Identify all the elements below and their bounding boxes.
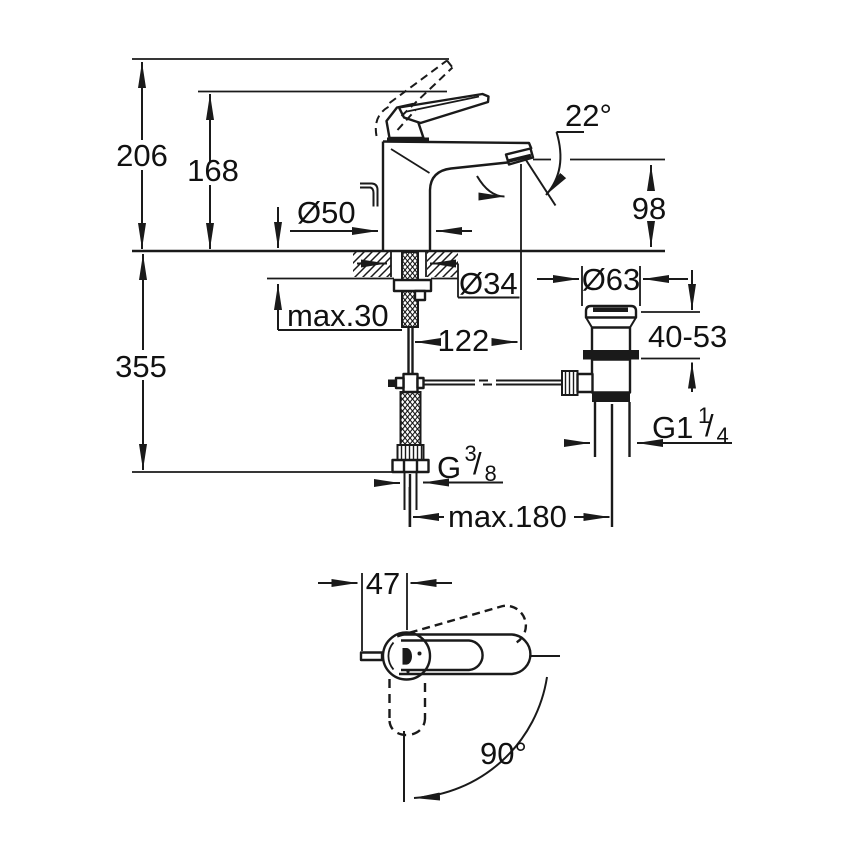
waste-lock-ring [592, 392, 630, 402]
plan-lever [399, 633, 532, 676]
waste-side-port [576, 372, 594, 394]
mounting-hole-edges [390, 252, 427, 277]
dim-lever-height: 168 [187, 90, 447, 249]
lever-blade [397, 92, 490, 125]
dim-label-168: 168 [187, 153, 239, 188]
pop-up-pull-rod [360, 182, 379, 207]
plan-lever-swung-dashed [396, 604, 528, 646]
plan-spout-hidden-outline [388, 679, 427, 737]
dim-label-max180: max.180 [448, 499, 567, 534]
mounting-shank [388, 251, 433, 394]
handle-lever-raised-dashed [374, 59, 454, 137]
waste-seal-ring [583, 350, 639, 360]
pull-rod-lower [407, 327, 414, 374]
plan-faucet-base [381, 631, 432, 681]
plan-cartridge-mark [402, 648, 412, 665]
hose-connector-tube [403, 472, 418, 510]
waste-tailpipe [593, 402, 631, 457]
stream-angled-line [525, 159, 557, 207]
aerator-face [508, 153, 532, 163]
dim-label-90deg: 90° [480, 736, 527, 771]
supply-hose [391, 391, 430, 527]
waste-body [590, 358, 632, 394]
dim-label-g38: G [437, 450, 461, 485]
washer-tab [413, 289, 427, 302]
plan-dot-1 [417, 651, 422, 656]
dim-spout-reach: 122 [415, 323, 518, 358]
dim-max-rod-length: max.180 [408, 487, 610, 534]
dim-swivel-angle: 90° [413, 676, 548, 801]
dim-clamping-range: 40-53 [641, 270, 727, 392]
waste-knurled-knob [561, 370, 579, 396]
dim-max-deck-thickness: max.30 [274, 207, 402, 333]
dim-hole-diameter: Ø34 [357, 259, 520, 301]
dim-supply-thread: G 3 / 8 [374, 441, 503, 487]
dim-waste-thread: G1 1 / 4 [564, 403, 732, 448]
dim-total-height: 206 [116, 58, 449, 249]
lever-blade-edge [406, 95, 480, 113]
pop-up-linkage-rod [423, 379, 562, 386]
dim-label-g1: G1 [652, 410, 693, 445]
rod-tee-joint [402, 372, 419, 394]
hose-ferrule [396, 444, 425, 461]
dim-spout-angle: 22° [545, 98, 612, 196]
plan-dot-2 [406, 669, 410, 674]
dim-label-d63: Ø63 [582, 262, 641, 297]
svg-text:8: 8 [485, 461, 497, 486]
svg-text:/: / [473, 446, 482, 481]
svg-text:4: 4 [717, 423, 729, 448]
plan-pull-rod [359, 651, 384, 662]
svg-text:3: 3 [465, 441, 477, 466]
faucet-body [381, 140, 535, 251]
spout-underside [428, 161, 508, 251]
dim-label-355: 355 [115, 349, 167, 384]
mounting-washer [392, 278, 433, 293]
flow-curved-arrow [476, 175, 505, 201]
hose-braid [399, 391, 422, 446]
plan-lever-top-face [401, 639, 484, 672]
dim-label-22deg: 22° [565, 98, 612, 133]
dim-label-122: 122 [438, 323, 490, 358]
body-top-edge [382, 140, 533, 150]
dim-spout-height: 98 [533, 158, 666, 247]
plan-base-inner-edge [387, 641, 395, 671]
dim-label-d50: Ø50 [297, 195, 356, 230]
dim-base-diameter: Ø50 [290, 195, 472, 235]
tee-knob [388, 379, 396, 387]
top-view: 47 90° [318, 566, 560, 802]
waste-cap-top [593, 307, 628, 312]
svg-text:1: 1 [698, 403, 710, 428]
side-view: 206 168 355 Ø50 22° 98 [115, 58, 732, 534]
dim-label-max30: max.30 [287, 298, 389, 333]
dim-handle-offset: 47 [318, 566, 452, 651]
handle-lever [385, 92, 490, 142]
dim-waste-flange-diameter: Ø63 [537, 262, 688, 297]
flange-extension-lines [581, 266, 641, 306]
dim-label-d34: Ø34 [459, 266, 518, 301]
water-stream-indicator [476, 159, 557, 350]
dim-install-depth: 355 [115, 254, 394, 473]
hose-nut [391, 458, 430, 474]
drain-assembly [561, 266, 641, 527]
dim-label-47: 47 [366, 566, 400, 601]
svg-text:/: / [705, 408, 714, 443]
dim-label-98: 98 [632, 191, 666, 226]
dim-label-4053: 40-53 [648, 319, 727, 354]
body-styling-line [390, 148, 430, 174]
dim-label-206: 206 [116, 138, 168, 173]
